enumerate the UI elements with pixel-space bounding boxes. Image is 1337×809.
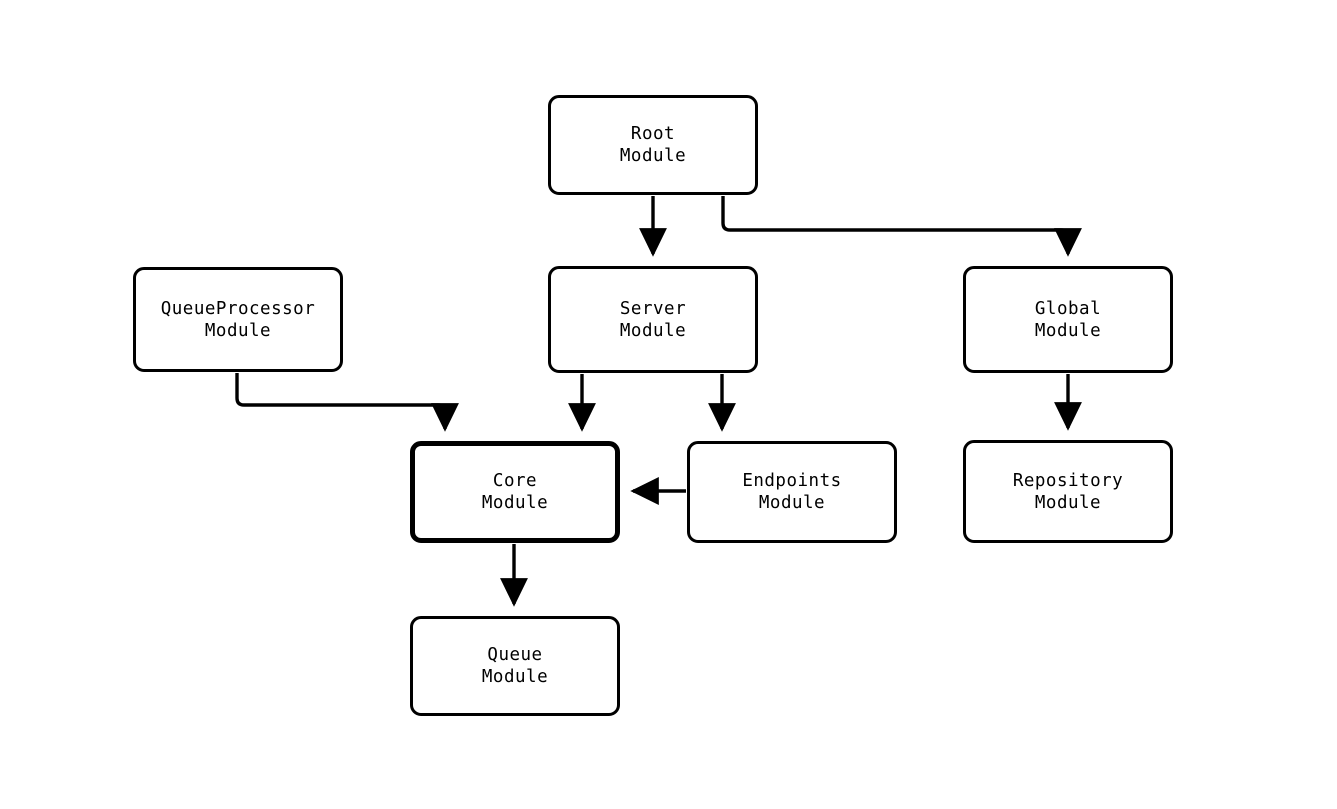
node-repository-module[interactable]: Repository Module [963, 440, 1173, 543]
node-queueprocessor-module[interactable]: QueueProcessor Module [133, 267, 343, 372]
node-repository-module-label: Repository Module [1012, 470, 1124, 513]
node-queue-module-label: Queue Module [481, 645, 549, 687]
node-root-module-label: Root Module [619, 124, 687, 166]
node-server-module[interactable]: Server Module [548, 266, 758, 373]
node-core-module-label: Core Module [481, 471, 549, 513]
node-core-module[interactable]: Core Module [410, 441, 620, 543]
node-endpoints-module-label: Endpoints Module [742, 471, 842, 513]
node-endpoints-module[interactable]: Endpoints Module [687, 441, 897, 543]
node-queueprocessor-module-label: QueueProcessor Module [160, 298, 316, 341]
node-server-module-label: Server Module [619, 298, 687, 341]
edge-queueprocessor-to-core [235, 373, 459, 432]
node-queue-module[interactable]: Queue Module [410, 616, 620, 716]
node-global-module[interactable]: Global Module [963, 266, 1173, 373]
node-global-module-label: Global Module [1034, 298, 1102, 341]
edge-root-to-global [721, 196, 1082, 257]
node-root-module[interactable]: Root Module [548, 95, 758, 195]
